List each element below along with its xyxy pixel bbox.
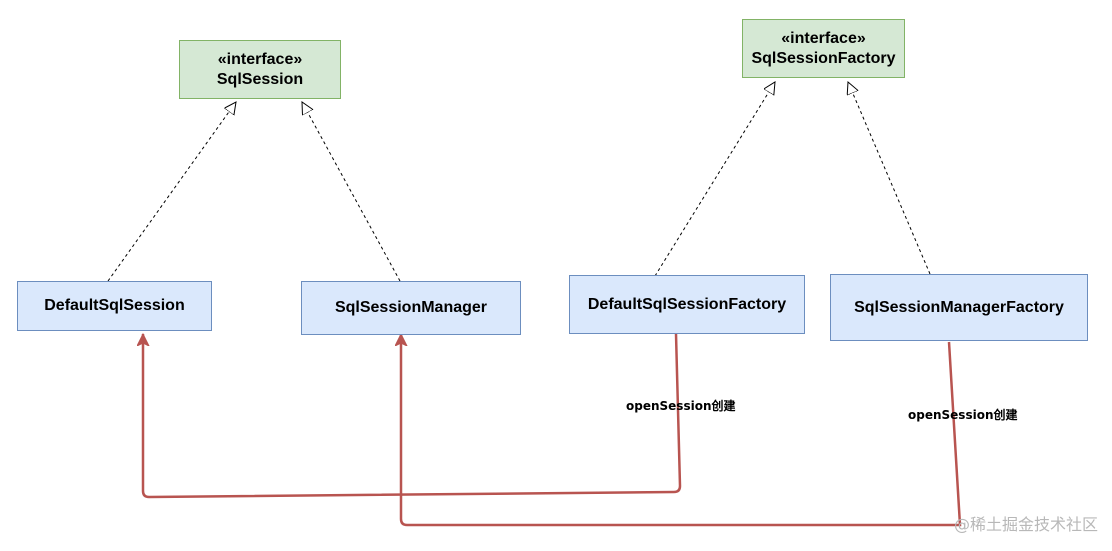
node-sqlsession[interactable]: «interface» SqlSession [179, 40, 341, 99]
node-label: SqlSession [216, 70, 304, 88]
node-sqlsessionmanagerfactory[interactable]: SqlSessionManagerFactory [830, 274, 1088, 341]
node-sqlsessionfactory[interactable]: «interface» SqlSessionFactory [742, 19, 905, 78]
watermark: @稀土掘金技术社区 [953, 515, 1098, 534]
realization-edge-sqlsessionmanagerfactory [848, 82, 931, 275]
realization-edge-defaultsqlsessionfactory [654, 82, 775, 277]
realization-edge-defaultsqlsession [107, 102, 236, 282]
node-label: DefaultSqlSession [44, 297, 185, 314]
node-stereotype: «interface» [217, 50, 303, 68]
node-sqlsessionmanager[interactable]: SqlSessionManager [301, 281, 521, 335]
create-edge-label-2: openSession创建 [908, 408, 1018, 422]
realization-edge-sqlsessionmanager [302, 102, 401, 282]
create-edge-defaultsqlsessionfactory [143, 334, 682, 499]
node-label: SqlSessionManagerFactory [854, 298, 1064, 316]
node-label: DefaultSqlSessionFactory [587, 295, 787, 313]
create-edge-label-1: openSession创建 [626, 399, 736, 413]
node-label: SqlSessionManager [334, 299, 488, 316]
node-defaultsqlsessionfactory[interactable]: DefaultSqlSessionFactory [569, 275, 805, 334]
node-defaultsqlsession[interactable]: DefaultSqlSession [17, 281, 212, 331]
node-label: SqlSessionFactory [751, 49, 896, 67]
node-stereotype: «interface» [781, 29, 866, 47]
create-edge-sqlsessionmanagerfactory [401, 334, 962, 527]
